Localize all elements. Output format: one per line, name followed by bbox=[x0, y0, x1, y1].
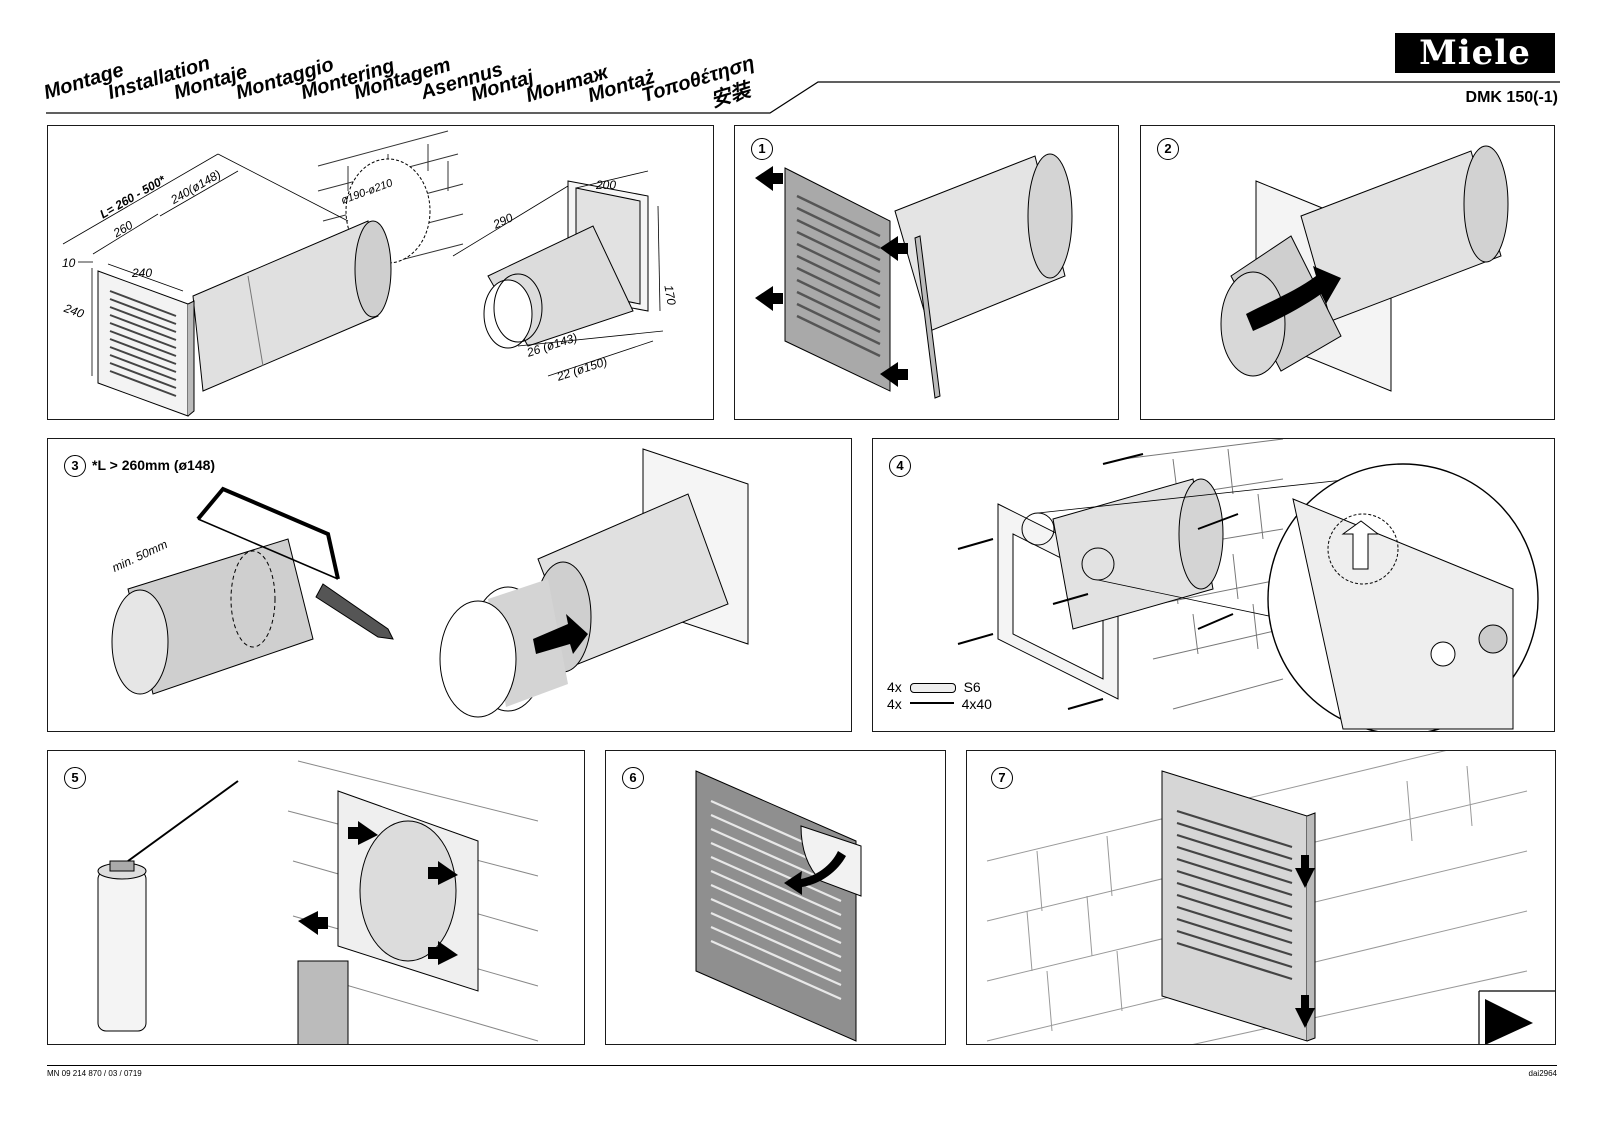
step-4-panel: 4 4x S6 bbox=[872, 438, 1555, 732]
step-number: 2 bbox=[1157, 138, 1179, 160]
dowel-icon bbox=[909, 683, 956, 694]
step-6-drawing bbox=[695, 770, 862, 1042]
screw-size: 4x40 bbox=[961, 696, 992, 712]
dim-grille-width: 240 bbox=[132, 266, 153, 280]
step-1-drawing bbox=[755, 153, 1073, 399]
hardware-list: 4x S6 4x 4x40 bbox=[887, 679, 992, 713]
step-7-drawing bbox=[986, 751, 1555, 1044]
dowel-row: 4x S6 bbox=[887, 679, 992, 696]
dowel-size: S6 bbox=[963, 679, 981, 695]
step-number: 4 bbox=[889, 455, 911, 477]
step-2-panel: 2 bbox=[1140, 125, 1555, 420]
step-number: 3 bbox=[64, 455, 86, 477]
step-6-panel: 6 bbox=[605, 750, 946, 1045]
footer-rule bbox=[47, 1065, 1557, 1066]
step-number: 7 bbox=[991, 767, 1013, 789]
step-number: 5 bbox=[64, 767, 86, 789]
step-3-drawing bbox=[111, 448, 749, 718]
dowel-quantity: 4x bbox=[887, 679, 902, 695]
drawing-reference: dai2964 bbox=[1528, 1069, 1557, 1078]
step-number: 1 bbox=[751, 138, 773, 160]
brand-name: Miele bbox=[1419, 33, 1531, 73]
document-number: MN 09 214 870 / 03 / 0719 bbox=[47, 1069, 142, 1078]
screw-quantity: 4x bbox=[887, 696, 902, 712]
header-rule bbox=[46, 81, 1560, 114]
overview-panel: L= 260 - 500* 240(ø148) 260 ø190-ø210 10… bbox=[47, 125, 714, 420]
step-5-panel: 5 bbox=[47, 750, 585, 1045]
dim-frame-width: 200 bbox=[596, 178, 617, 192]
screw-row: 4x 4x40 bbox=[887, 696, 992, 713]
step-3-note: *L > 260mm (ø148) bbox=[92, 457, 216, 473]
step-2-drawing bbox=[1220, 145, 1509, 392]
step-7-panel: 7 bbox=[966, 750, 1556, 1045]
step-4-drawing bbox=[957, 439, 1539, 731]
model-label: DMK 150(-1) bbox=[1465, 89, 1558, 106]
step-3-panel: 3 *L > 260mm (ø148) min. 50mm bbox=[47, 438, 852, 732]
brand-logo: Miele bbox=[1395, 33, 1555, 73]
step-1-panel: 1 bbox=[734, 125, 1119, 420]
overview-drawing bbox=[62, 130, 664, 417]
next-page-arrow-icon bbox=[1485, 999, 1533, 1044]
step-number: 6 bbox=[622, 767, 644, 789]
dim-grille-depth: 10 bbox=[62, 256, 76, 270]
step-5-drawing bbox=[97, 760, 539, 1044]
screw-icon bbox=[909, 702, 954, 708]
